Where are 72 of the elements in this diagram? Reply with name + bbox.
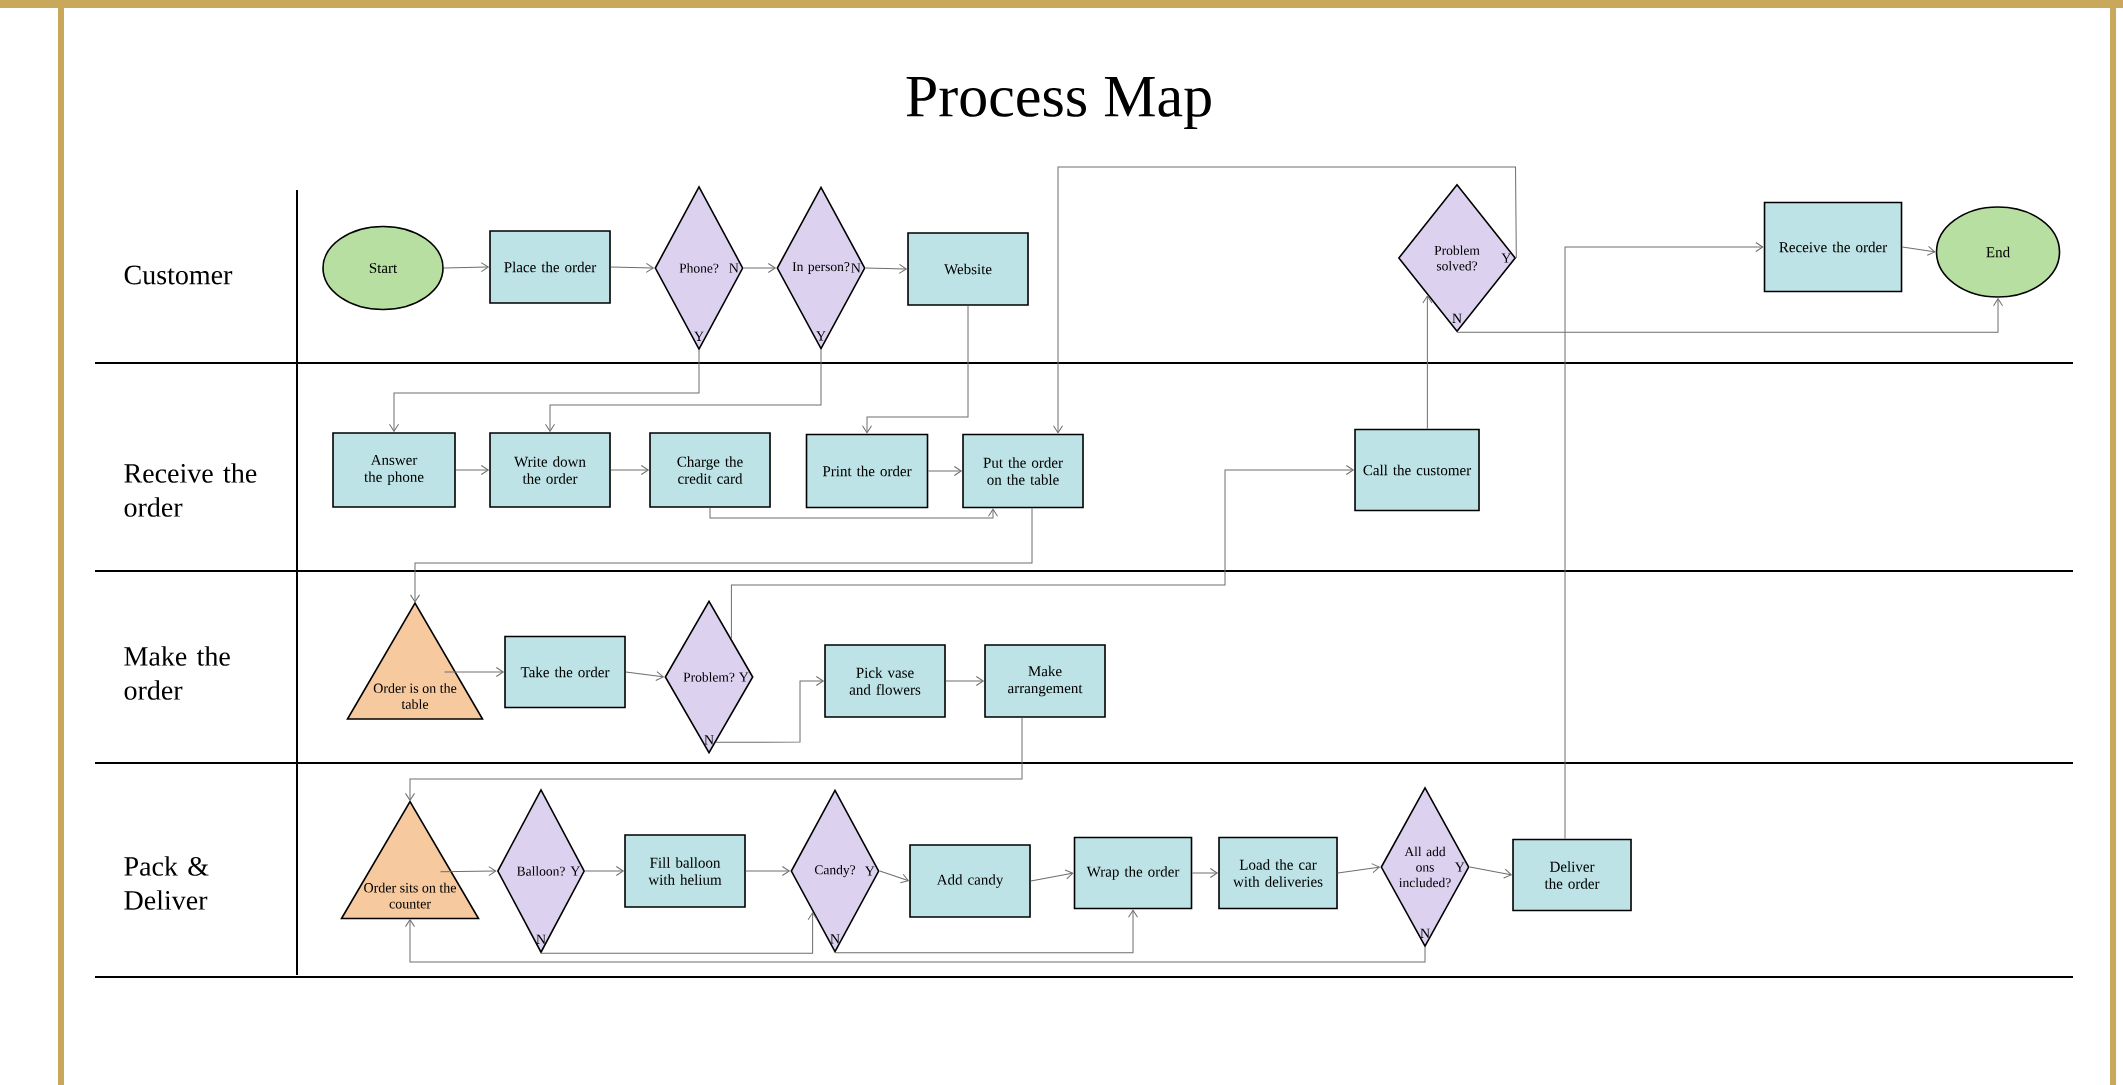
- lane-label: Make the order: [124, 646, 230, 700]
- arrow: [1030, 869, 1074, 882]
- edge-label: N: [851, 263, 861, 273]
- edge-label: N: [536, 934, 546, 944]
- edge-label: Y: [570, 866, 580, 876]
- arrow: [410, 507, 1033, 603]
- arrow: [584, 866, 624, 876]
- process-box: Website: [907, 232, 1029, 306]
- edge-label: Y: [1454, 862, 1465, 872]
- edge-label: N: [1452, 313, 1462, 323]
- arrow: [1469, 866, 1512, 879]
- arrow: [455, 465, 489, 475]
- process-box: Deliver the order: [1512, 838, 1632, 912]
- process-box: Wrap the order: [1073, 836, 1193, 910]
- title: Process Map: [906, 76, 1211, 130]
- process-box: Pick vase and flowers: [824, 644, 946, 718]
- arrow: [1901, 245, 1936, 256]
- arrow: [625, 671, 664, 681]
- edge-label: N: [704, 735, 714, 745]
- edge-label: Y: [816, 331, 826, 341]
- lane-label: Customer: [124, 265, 233, 285]
- arrow: [610, 262, 654, 273]
- arrow: [444, 667, 504, 677]
- arrow: [443, 262, 489, 273]
- edge-label: N: [1420, 928, 1430, 938]
- arrow: [1422, 295, 1433, 430]
- edge-label: Y: [694, 331, 704, 341]
- arrow: [1337, 863, 1380, 874]
- lane-label: Pack & Deliver: [124, 856, 209, 910]
- process-box: Load the car with deliveries: [1218, 836, 1338, 910]
- process-box: Add candy: [909, 844, 1031, 918]
- arrow: [745, 866, 790, 876]
- arrow: [715, 676, 824, 743]
- arrow: [862, 305, 969, 434]
- process-box: Fill balloon with helium: [624, 834, 746, 908]
- terminal-oval: End: [1935, 206, 2061, 298]
- arrow: [405, 717, 1023, 801]
- arrow: [439, 866, 497, 877]
- process-box: Place the order: [489, 230, 611, 304]
- edge-label: N: [729, 263, 739, 273]
- arrow: [927, 466, 962, 476]
- edge-label: Y: [738, 672, 749, 682]
- process-box: Print the order: [805, 433, 929, 509]
- arrow: [834, 909, 1138, 954]
- arrow: [865, 263, 907, 274]
- lane-label: Receive the order: [124, 463, 257, 517]
- arrow: [389, 349, 700, 432]
- process-box: Call the customer: [1354, 428, 1480, 512]
- arrow: [1456, 298, 2003, 333]
- process-box: Make arrangement: [984, 644, 1106, 718]
- process-box: Answer the phone: [332, 432, 456, 508]
- process-box: Write down the order: [489, 432, 611, 508]
- arrow: [405, 919, 1426, 963]
- edge-label: Y: [1501, 253, 1511, 263]
- arrow: [879, 870, 909, 884]
- arrow: [540, 912, 818, 954]
- edge-label: N: [830, 934, 840, 944]
- process-box: Put the order on the table: [962, 433, 1084, 509]
- arrow: [945, 676, 984, 686]
- arrow: [1564, 242, 1764, 840]
- arrow: [610, 465, 649, 475]
- terminal-oval: Start: [322, 225, 444, 311]
- edge-label: Y: [864, 866, 875, 876]
- process-box: Take the order: [504, 635, 626, 709]
- process-box: Receive the order: [1763, 201, 1903, 293]
- arrow: [1053, 166, 1517, 434]
- arrow: [743, 263, 776, 273]
- arrow: [545, 349, 822, 432]
- arrow: [709, 507, 998, 519]
- process-box: Charge the credit card: [649, 432, 771, 508]
- arrow: [730, 465, 1354, 640]
- arrow: [1191, 868, 1218, 878]
